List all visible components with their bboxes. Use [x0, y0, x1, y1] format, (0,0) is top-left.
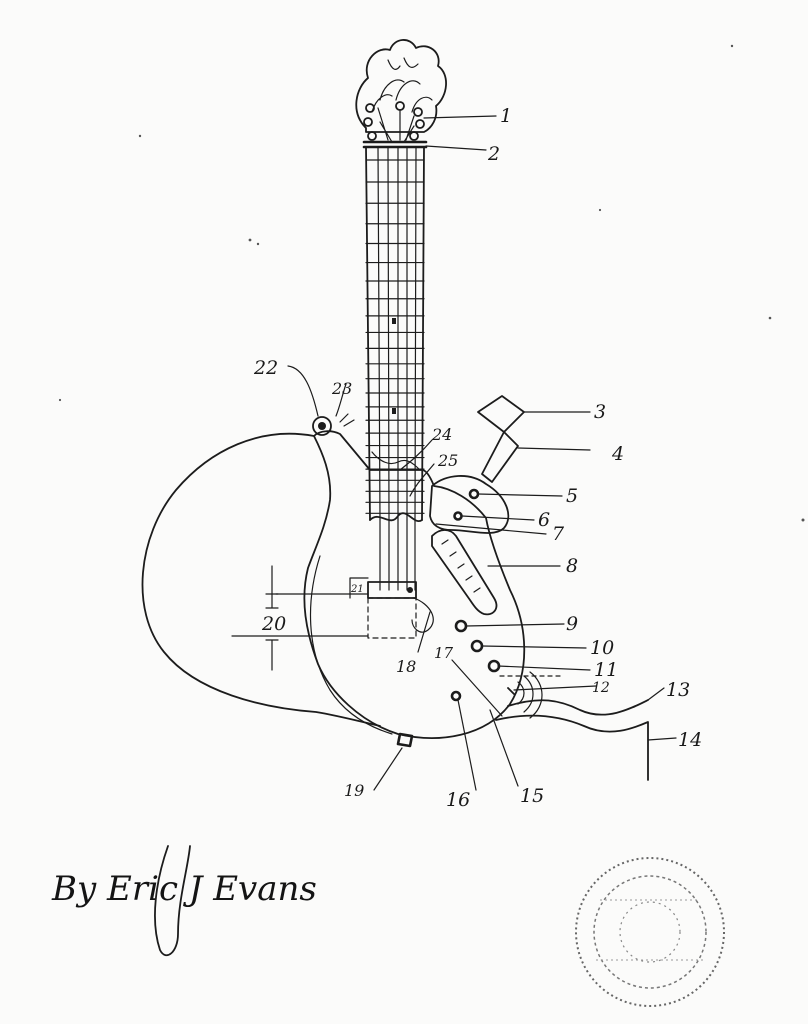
- callout-16: 16: [446, 789, 470, 811]
- callout-2: 2: [487, 143, 500, 165]
- callout-6: 6: [538, 509, 550, 531]
- callout-5: 5: [566, 485, 578, 507]
- callout-10: 10: [590, 637, 614, 659]
- control-knobs: [450, 619, 501, 702]
- callout-17: 17: [434, 644, 454, 662]
- extended-body-outline: [141, 432, 381, 727]
- callout-19: 19: [344, 781, 364, 800]
- callout-25: 25: [437, 451, 458, 470]
- inventor-signature: By Eric J Evans: [51, 845, 317, 956]
- callout-11: 11: [594, 659, 618, 681]
- leader-lines: [287, 115, 677, 791]
- scan-specks: [58, 44, 805, 522]
- callout-12: 12: [592, 680, 610, 696]
- callout-24: 24: [431, 425, 452, 444]
- callout-20: 20: [261, 613, 286, 635]
- callout-13: 13: [666, 679, 690, 701]
- signature-text: By Eric J Evans: [51, 869, 317, 909]
- slant-pickup: [431, 529, 498, 616]
- callout-18: 18: [396, 657, 416, 676]
- callout-8: 8: [566, 555, 578, 577]
- output-jack: [499, 671, 561, 719]
- tuning-pegs: [363, 101, 425, 143]
- callout-labels: 1 2 3 4 5 6 7 8 9 10 11 12 13 14 15 16 1…: [253, 105, 702, 811]
- callout-15: 15: [520, 785, 544, 807]
- bridge: [367, 581, 434, 639]
- nut: [362, 140, 428, 149]
- strap-button-upper: [312, 413, 355, 436]
- callout-9: 9: [566, 613, 578, 635]
- callout-14: 14: [678, 729, 702, 751]
- dimension-lines: [231, 565, 369, 671]
- callout-7: 7: [552, 523, 565, 545]
- callout-3: 3: [594, 401, 606, 423]
- strings: [379, 519, 416, 591]
- notary-seal: [575, 857, 725, 1007]
- callout-23: 23: [331, 379, 352, 398]
- headstock: [355, 39, 447, 133]
- cable: [495, 699, 649, 781]
- guitar-body: [303, 430, 526, 739]
- callout-21: 21: [350, 584, 364, 595]
- accessory-mount: [477, 395, 525, 483]
- callout-4: 4: [611, 443, 624, 465]
- callout-22: 22: [253, 357, 278, 379]
- strap-button-lower: [396, 732, 414, 748]
- callout-1: 1: [500, 105, 512, 127]
